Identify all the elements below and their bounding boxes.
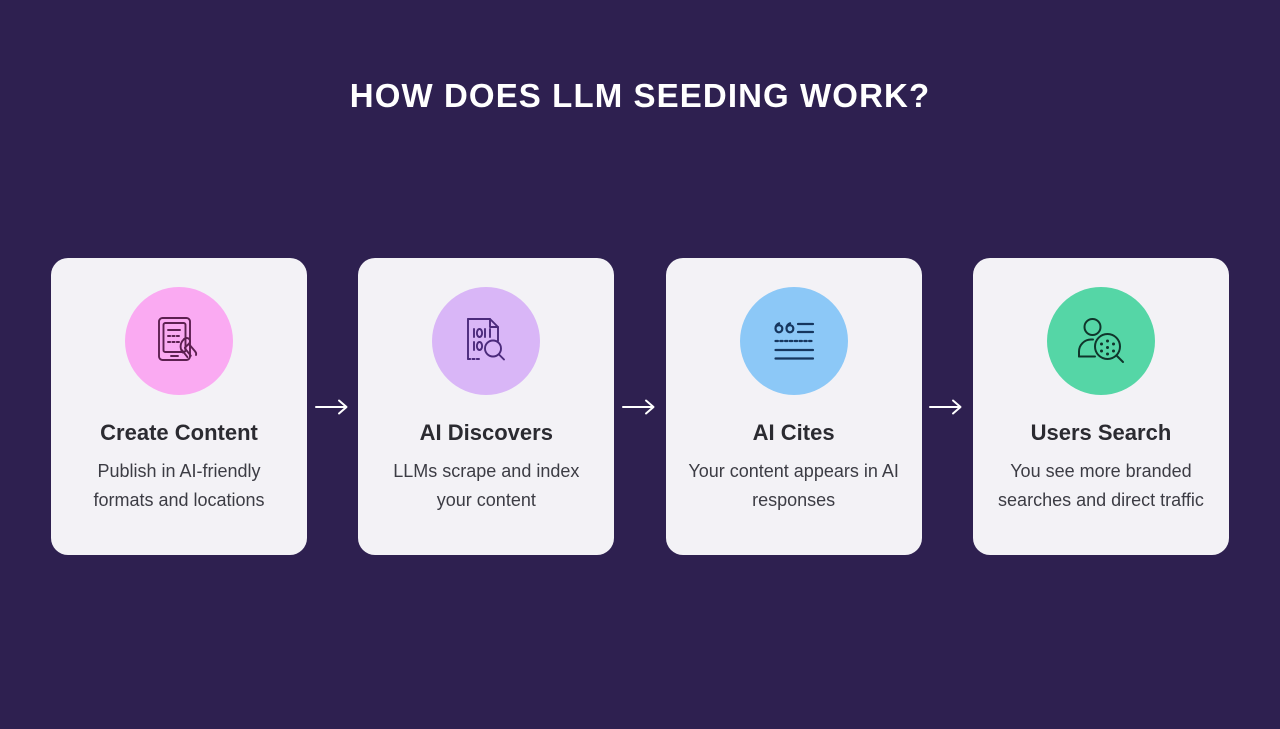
step-title: Create Content [100, 420, 258, 445]
page-title: HOW DOES LLM SEEDING WORK? [349, 77, 931, 114]
step-description: LLMs scrape and index your content [393, 461, 580, 510]
flow-arrow-1 [312, 392, 354, 422]
step-title: Users Search [1030, 420, 1172, 445]
step-title: AI Cites [752, 420, 835, 445]
tablet-in-hand-icon [148, 310, 210, 372]
flow-arrow-3 [926, 392, 968, 422]
icon-circle-1 [125, 287, 233, 395]
step-description: You see more branded searches and direct… [998, 461, 1204, 510]
icon-circle-2 [432, 287, 541, 395]
step-card-ai-cites[interactable]: AI Cites Your content appears in AI resp… [665, 258, 922, 555]
step-title: AI Discovers [419, 420, 553, 445]
step-description: Publish in AI-friendly formats and locat… [93, 461, 265, 510]
quote-lines-icon [763, 310, 825, 372]
icon-circle-3 [739, 287, 848, 395]
flow-arrow-2 [619, 392, 661, 422]
icon-circle-4 [1046, 287, 1155, 395]
step-card-ai-discovers[interactable]: AI Discovers LLMs scrape and index your … [358, 258, 615, 555]
steps-flow: Create Content Publish in AI-friendly fo… [51, 258, 1229, 555]
step-description: Your content appears in AI responses [688, 461, 899, 510]
step-card-create-content[interactable]: Create Content Publish in AI-friendly fo… [51, 258, 307, 555]
step-card-users-search[interactable]: Users Search You see more branded search… [972, 258, 1229, 555]
binary-document-search-icon [455, 310, 517, 372]
user-magnifier-icon [1070, 310, 1132, 372]
